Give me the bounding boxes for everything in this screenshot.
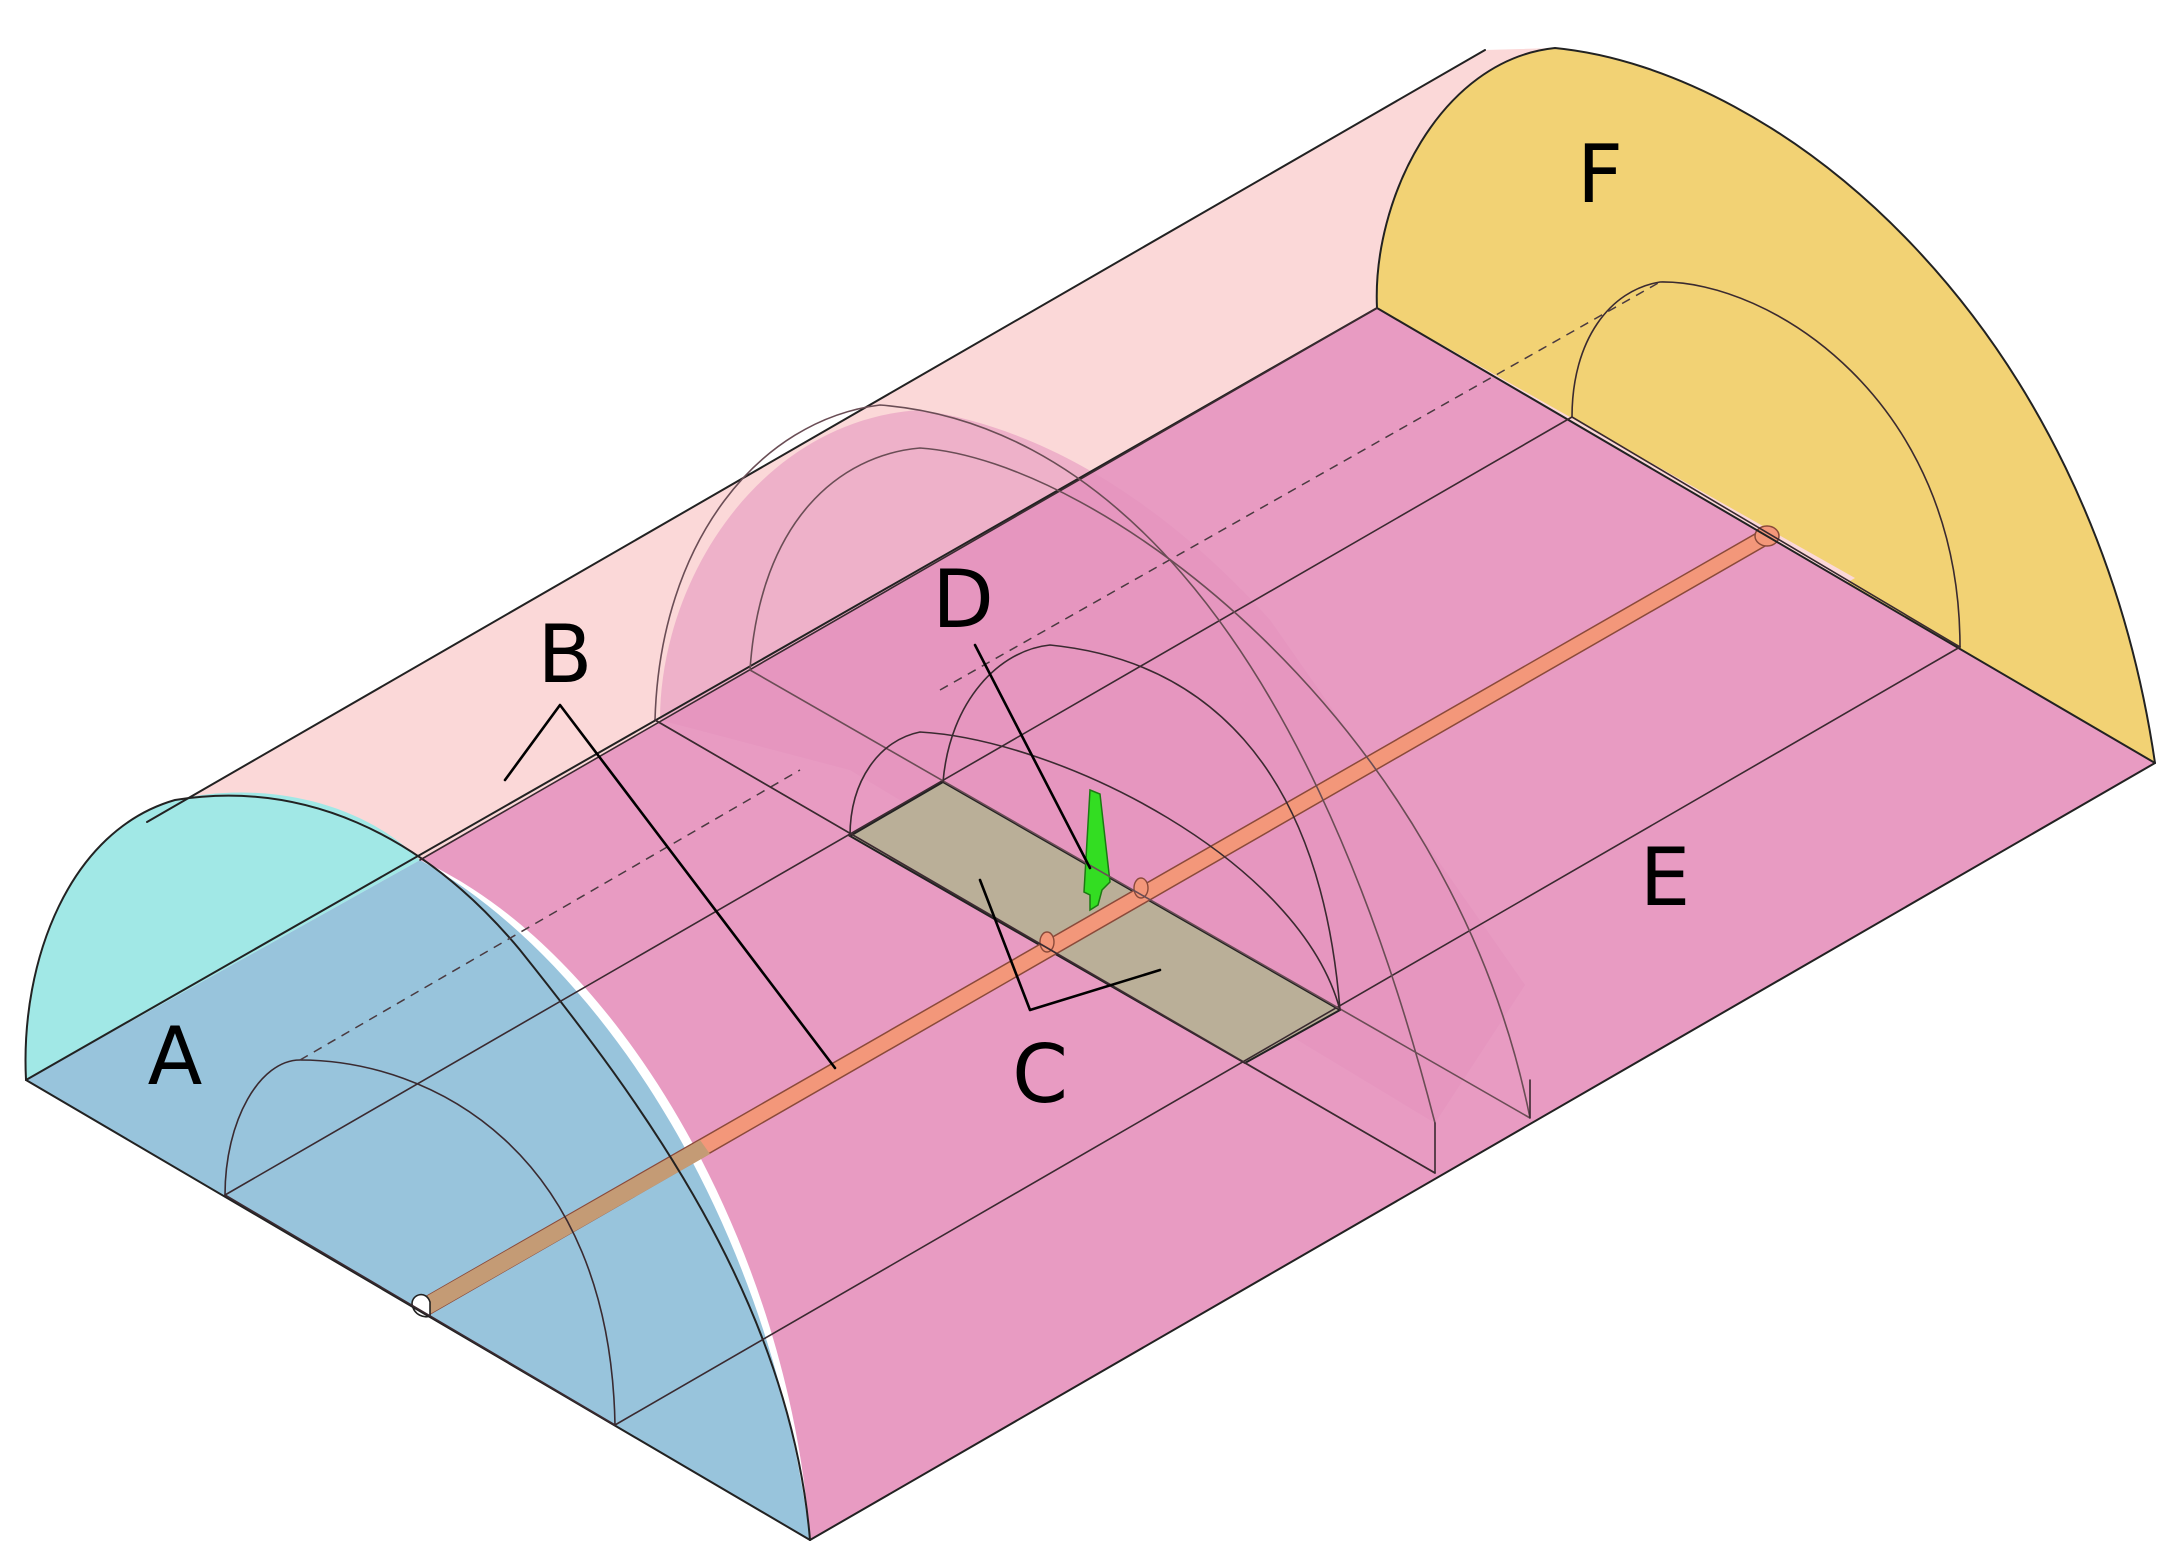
leader-d	[973, 643, 1092, 870]
outer-far-top-edge	[25, 307, 1378, 1081]
pipeline-body-shaded	[420, 1140, 710, 1314]
label-e: E	[1640, 831, 1691, 924]
middle-near-arc-2	[749, 669, 1531, 1119]
hidden-centerline-far	[939, 281, 1661, 691]
inner-long-line-3	[419, 307, 1378, 861]
inner-far-base	[1571, 416, 1961, 648]
label-d: D	[932, 553, 994, 646]
outer-near-arc	[24, 794, 811, 1541]
end-face-a	[25, 792, 421, 1080]
inner-near-base	[224, 1194, 616, 1426]
middle-outer-arc-2	[749, 447, 1531, 1119]
inner-near-arc	[224, 1059, 616, 1426]
outer-far-left-base	[1376, 307, 2156, 764]
inner-far-arc	[1571, 281, 1961, 648]
end-face-f	[1376, 48, 2155, 763]
leader-b	[503, 703, 837, 1070]
outer-top-ridge	[146, 49, 1486, 823]
inner-long-line-2	[614, 646, 1961, 1426]
middle-cross-line-2	[1244, 1062, 1436, 1174]
outer-far-base	[809, 762, 2156, 1541]
leader-c	[978, 878, 1162, 1012]
pipeline-near-notch	[411, 1293, 431, 1318]
middle-outer-arc-1	[654, 404, 1436, 1124]
inner-long-line-1	[224, 416, 1573, 1196]
label-b: B	[538, 608, 593, 701]
hidden-centerline-near	[299, 769, 801, 1061]
label-c: C	[1012, 1028, 1068, 1121]
middle-inner-arc	[849, 731, 1341, 1011]
end-face-a-shaded	[26, 860, 810, 1540]
middle-inner-arc-2	[942, 644, 1341, 1011]
outer-near-base	[25, 1079, 811, 1541]
outer-far-arc	[1375, 47, 2156, 764]
label-a: A	[148, 1010, 203, 1103]
label-f: F	[1577, 128, 1623, 221]
middle-cross-line-1	[654, 719, 1246, 1064]
pipeline-joint-1	[1039, 931, 1055, 953]
vegetation-d	[1083, 788, 1111, 912]
